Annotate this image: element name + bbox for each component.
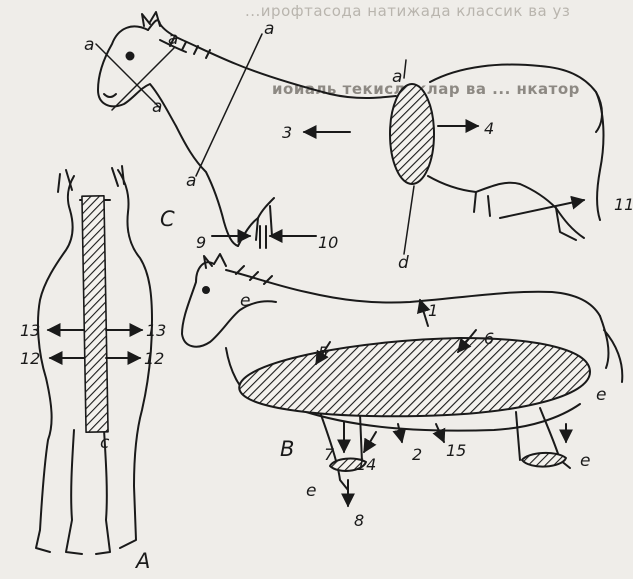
num-3: 3 bbox=[282, 123, 292, 142]
median-plane-band bbox=[82, 196, 108, 432]
label-e-1: e bbox=[240, 291, 250, 311]
horizontal-plane-ellipse bbox=[239, 338, 590, 416]
arrow-14 bbox=[364, 432, 376, 452]
panel-label-c: C bbox=[160, 207, 175, 231]
label-c: c bbox=[100, 433, 110, 453]
arrow-11 bbox=[500, 200, 584, 218]
label-e-3: e bbox=[306, 481, 316, 501]
num-14: 14 bbox=[356, 455, 376, 474]
arrow-15 bbox=[436, 424, 444, 442]
num-5: 5 bbox=[318, 343, 328, 362]
num-8: 8 bbox=[354, 511, 364, 530]
num-7: 7 bbox=[324, 445, 335, 464]
arrow-1 bbox=[420, 300, 428, 326]
transverse-plane-ellipse bbox=[390, 84, 434, 184]
num-15: 15 bbox=[446, 441, 466, 460]
num-9: 9 bbox=[196, 233, 206, 252]
label-a-1: a bbox=[84, 35, 94, 55]
label-a-6: a bbox=[392, 67, 402, 87]
num-6: 6 bbox=[484, 329, 494, 348]
panel-label-a: A bbox=[134, 549, 150, 573]
label-a-4: a bbox=[186, 171, 196, 191]
label-a-3: a bbox=[168, 29, 178, 49]
num-12-right: 12 bbox=[144, 349, 164, 368]
num-13-right: 13 bbox=[146, 321, 166, 340]
num-11: 11 bbox=[614, 195, 633, 214]
arrow-2 bbox=[398, 424, 402, 442]
horse-head-c bbox=[98, 12, 396, 246]
hoof-plane-right bbox=[522, 453, 566, 467]
label-e-2: e bbox=[596, 385, 606, 405]
num-10: 10 bbox=[318, 233, 338, 252]
label-a-5: a bbox=[264, 19, 274, 39]
label-e-4: e bbox=[580, 451, 590, 471]
label-d: d bbox=[398, 253, 409, 273]
num-2: 2 bbox=[412, 445, 422, 464]
panel-label-b: B bbox=[280, 437, 294, 461]
num-12-left: 12 bbox=[20, 349, 40, 368]
num-4: 4 bbox=[484, 119, 494, 138]
label-a-2: a bbox=[152, 97, 162, 117]
num-1: 1 bbox=[428, 301, 438, 320]
num-13-left: 13 bbox=[20, 321, 40, 340]
